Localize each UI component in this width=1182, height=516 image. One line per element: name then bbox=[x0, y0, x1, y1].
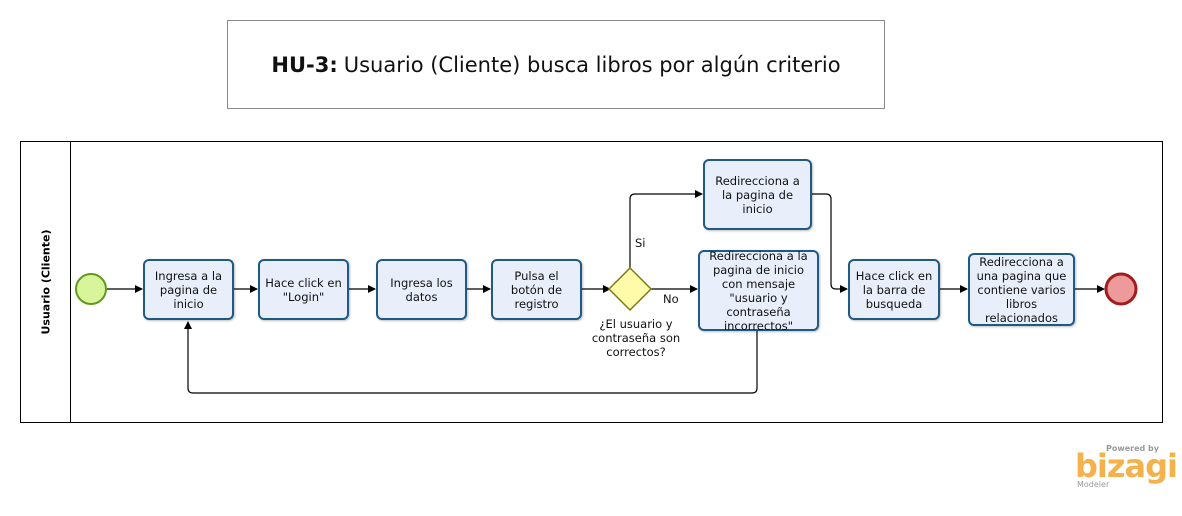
task-click-login[interactable]: Hace click en "Login" bbox=[258, 259, 349, 320]
task-ingresa-datos[interactable]: Ingresa los datos bbox=[376, 259, 467, 320]
start-event bbox=[75, 273, 107, 305]
pool-header: Usuario (Cliente) bbox=[21, 142, 71, 422]
end-event bbox=[1104, 272, 1138, 306]
diagram-title: HU-3: Usuario (Cliente) busca libros por… bbox=[227, 20, 885, 109]
task-ingresa-pagina-inicio[interactable]: Ingresa a la pagina de inicio bbox=[143, 259, 234, 320]
task-pulsa-registro[interactable]: Pulsa el botón de registro bbox=[491, 259, 582, 320]
title-prefix: HU-3: bbox=[271, 52, 338, 77]
bizagi-logo: bizagi bbox=[1075, 447, 1178, 485]
edge-t6-t1 bbox=[184, 321, 758, 394]
powered-by-text: Powered by bbox=[1106, 444, 1159, 453]
task-redirecciona-error[interactable]: Redirecciona a la pagina de inicio con m… bbox=[698, 249, 819, 333]
decision-gateway bbox=[607, 266, 653, 312]
edge-gw-t5 bbox=[629, 190, 703, 269]
modeler-text: Modeler bbox=[1077, 480, 1110, 489]
edge-t5-t7 bbox=[812, 193, 848, 293]
task-click-busqueda[interactable]: Hace click en la barra de busqueda bbox=[848, 259, 940, 320]
task-redirecciona-inicio[interactable]: Redirecciona a la pagina de inicio bbox=[703, 159, 812, 230]
edge-label-yes: Si bbox=[635, 236, 646, 250]
gateway-label: ¿El usuario y contraseña son correctos? bbox=[591, 317, 681, 359]
edge-label-no: No bbox=[663, 292, 679, 306]
task-redirecciona-libros[interactable]: Redirecciona a una pagina que contiene v… bbox=[968, 253, 1075, 326]
title-text: Usuario (Cliente) busca libros por algún… bbox=[343, 52, 841, 77]
